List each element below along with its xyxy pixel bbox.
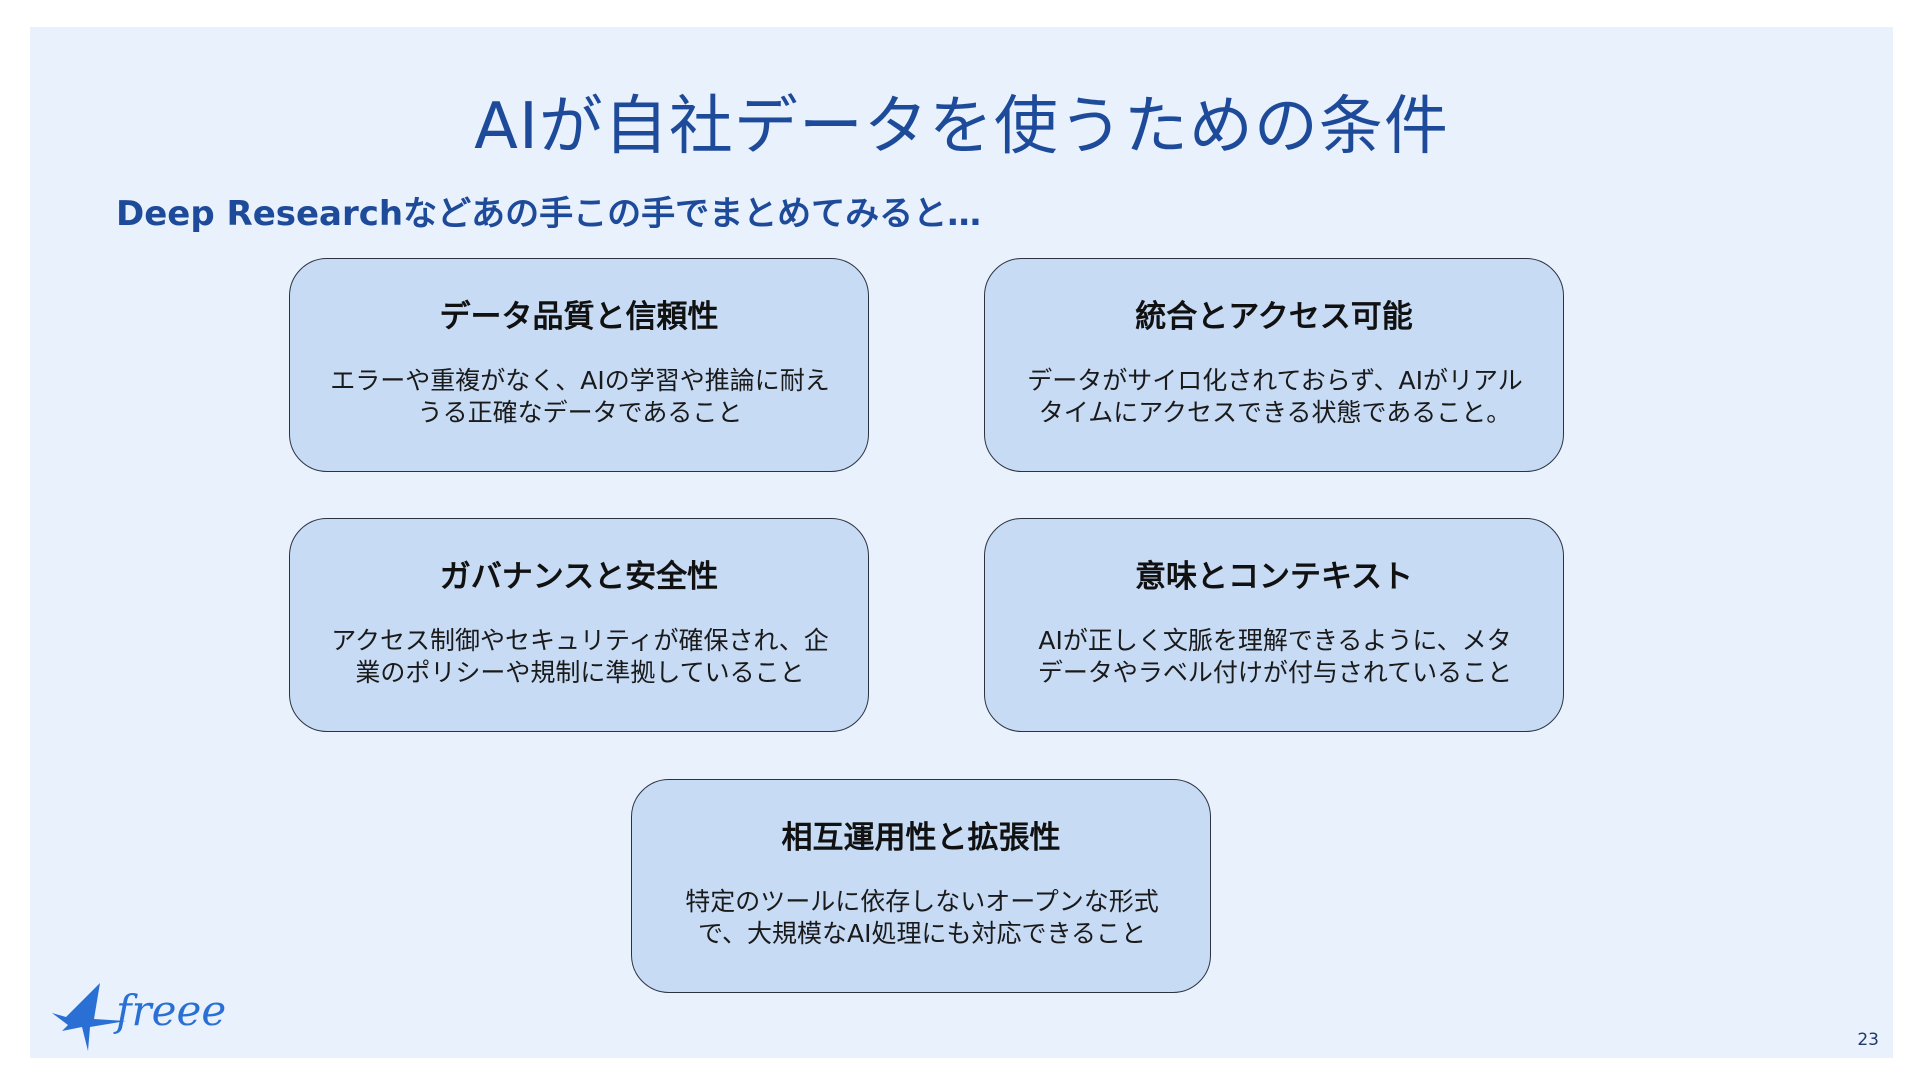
- card-governance-security: ガバナンスと安全性 アクセス制御やセキュリティが確保され、企 業のポリシーや規制…: [289, 518, 869, 732]
- card-body: アクセス制御やセキュリティが確保され、企 業のポリシーや規制に準拠していること: [310, 625, 850, 689]
- card-body: AIが正しく文脈を理解できるように、メタ データやラベル付けが付与されていること: [1005, 625, 1545, 689]
- card-body-line: データやラベル付けが付与されていること: [1037, 658, 1513, 687]
- page-number: 23: [1857, 1030, 1879, 1050]
- freee-logo: freee: [52, 983, 226, 1051]
- card-body-line: データがサイロ化されておらず、AIがリアル: [1027, 366, 1523, 395]
- card-body: 特定のツールに依存しないオープンな形式 で、大規模なAI処理にも対応できること: [652, 886, 1192, 950]
- slide-title: AIが自社データを使うための条件: [474, 90, 1449, 164]
- card-data-quality: データ品質と信頼性 エラーや重複がなく、AIの学習や推論に耐え うる正確なデータ…: [289, 258, 869, 472]
- card-body-line: うる正確なデータであること: [417, 398, 743, 427]
- slide-subtitle: Deep Researchなどあの手この手でまとめてみると…: [116, 194, 982, 234]
- card-body-line: で、大規模なAI処理にも対応できること: [698, 919, 1146, 948]
- slide: AIが自社データを使うための条件 Deep Researchなどあの手この手でま…: [30, 27, 1893, 1058]
- logo-wordmark: freee: [113, 986, 226, 1035]
- card-interoperability-scalability: 相互運用性と拡張性 特定のツールに依存しないオープンな形式 で、大規模なAI処理…: [631, 779, 1211, 993]
- card-body: データがサイロ化されておらず、AIがリアル タイムにアクセスできる状態であること…: [1005, 365, 1545, 429]
- card-body-line: 特定のツールに依存しないオープンな形式: [685, 887, 1159, 916]
- bird-icon: [52, 983, 126, 1051]
- card-body-line: アクセス制御やセキュリティが確保され、企: [331, 626, 829, 655]
- card-body-line: 業のポリシーや規制に準拠していること: [355, 658, 805, 687]
- card-body-line: タイムにアクセスできる状態であること。: [1038, 398, 1512, 427]
- card-integration-access: 統合とアクセス可能 データがサイロ化されておらず、AIがリアル タイムにアクセス…: [984, 258, 1564, 472]
- card-title: 統合とアクセス可能: [1135, 299, 1413, 335]
- card-body-line: AIが正しく文脈を理解できるように、メタ: [1038, 626, 1512, 655]
- card-meaning-context: 意味とコンテキスト AIが正しく文脈を理解できるように、メタ データやラベル付け…: [984, 518, 1564, 732]
- card-body-line: エラーや重複がなく、AIの学習や推論に耐え: [330, 366, 830, 395]
- card-body: エラーや重複がなく、AIの学習や推論に耐え うる正確なデータであること: [310, 365, 850, 429]
- card-title: データ品質と信頼性: [439, 299, 719, 335]
- card-title: ガバナンスと安全性: [439, 559, 719, 595]
- card-title: 相互運用性と拡張性: [781, 820, 1061, 856]
- card-title: 意味とコンテキスト: [1134, 559, 1414, 595]
